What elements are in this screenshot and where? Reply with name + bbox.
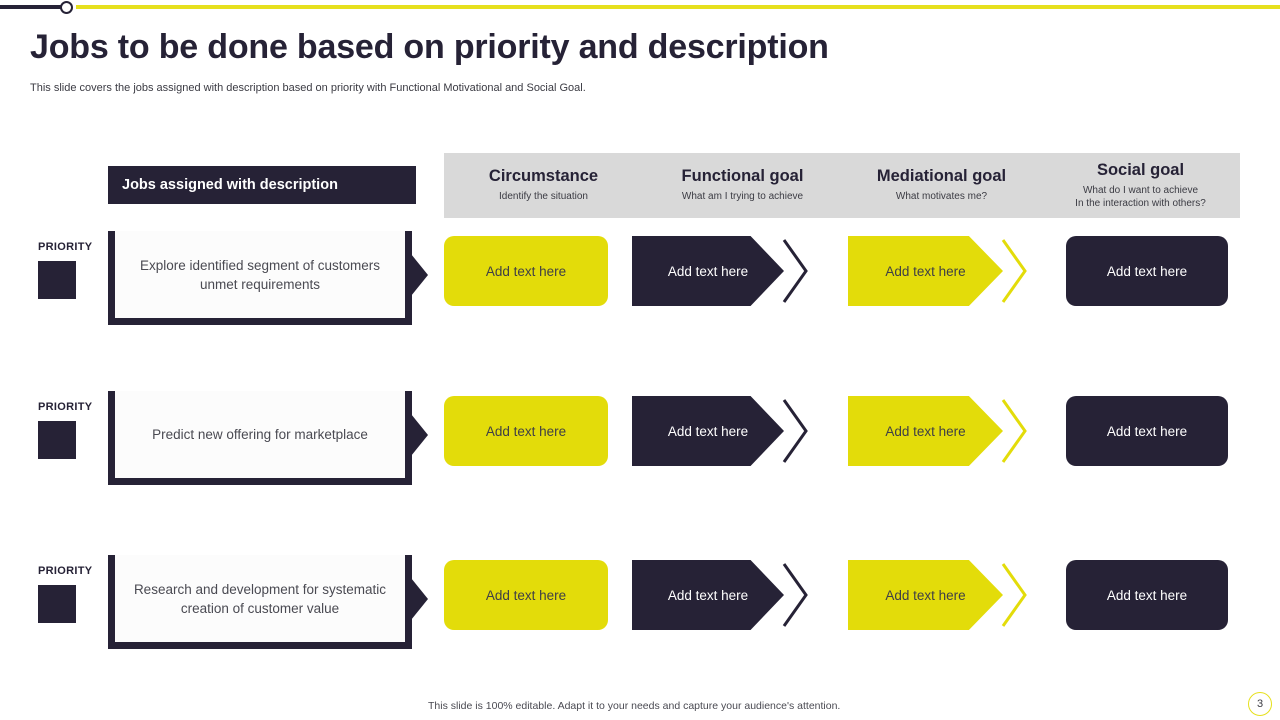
cell-shape-arrow	[632, 396, 784, 466]
cell-shape-arrow	[632, 560, 784, 630]
job-description-box[interactable]: Research and development for systematic …	[108, 555, 428, 655]
chevron-outline-icon	[999, 396, 1029, 466]
job-row: PRIORITY Explore identified segment of c…	[0, 231, 1280, 331]
job-description-panel: Explore identified segment of customers …	[115, 231, 412, 318]
job-description-text: Explore identified segment of customers …	[139, 257, 381, 292]
cell-mediational-goal[interactable]: Add text here	[848, 396, 1048, 466]
column-subtitle: What motivates me?	[895, 191, 988, 203]
cell-shape-arrow	[848, 396, 1003, 466]
decoration-node-circle	[60, 1, 73, 14]
priority-label: PRIORITY	[38, 565, 93, 577]
column-title: Social goal	[1096, 161, 1185, 179]
decoration-dark-line	[0, 5, 68, 9]
job-description-panel: Research and development for systematic …	[115, 555, 412, 642]
priority-marker: PRIORITY	[38, 565, 100, 623]
cell-mediational-goal[interactable]: Add text here	[848, 236, 1048, 306]
chevron-outline-icon	[780, 236, 810, 306]
chevron-outline-icon	[999, 236, 1029, 306]
priority-label: PRIORITY	[38, 401, 93, 413]
cell-social-goal[interactable]: Add text here	[1066, 396, 1228, 466]
job-description-frame	[108, 555, 412, 649]
job-description-frame	[108, 391, 412, 485]
priority-square-icon	[38, 421, 76, 459]
job-description-text: Predict new offering for marketplace	[152, 427, 368, 442]
column-header-band: Circumstance Identify the situation Func…	[444, 153, 1240, 218]
priority-square-icon	[38, 585, 76, 623]
column-title: Mediational goal	[876, 167, 1007, 186]
cell-mediational-goal[interactable]: Add text here	[848, 560, 1048, 630]
cell-social-goal[interactable]: Add text here	[1066, 560, 1228, 630]
chevron-outline-icon	[780, 396, 810, 466]
column-subtitle: What do I want to achieve In the interac…	[1075, 185, 1206, 209]
job-description-panel: Predict new offering for marketplace	[115, 391, 412, 478]
cell-shape-arrow	[848, 560, 1003, 630]
column-subtitle: What am I trying to achieve	[681, 191, 804, 203]
priority-marker: PRIORITY	[38, 401, 100, 459]
priority-square-icon	[38, 261, 76, 299]
job-arrow-tip-icon	[411, 254, 428, 296]
cell-social-goal[interactable]: Add text here	[1066, 236, 1228, 306]
column-header-social-goal: Social goal What do I want to achieve In…	[1041, 153, 1240, 218]
priority-label: PRIORITY	[38, 241, 93, 253]
top-decoration-bar	[0, 0, 1280, 14]
column-title: Circumstance	[488, 167, 599, 186]
column-header-functional-goal: Functional goal What am I trying to achi…	[643, 153, 842, 218]
job-row: PRIORITY Predict new offering for market…	[0, 391, 1280, 491]
decoration-yellow-line	[76, 5, 1280, 9]
cell-shape-arrow	[632, 236, 784, 306]
footer-note: This slide is 100% editable. Adapt it to…	[428, 700, 841, 712]
job-description-text: Research and development for systematic …	[133, 581, 387, 616]
job-arrow-tip-icon	[411, 414, 428, 456]
cell-shape-rounded	[444, 560, 608, 630]
column-header-mediational-goal: Mediational goal What motivates me?	[842, 153, 1041, 218]
cell-shape-arrow	[848, 236, 1003, 306]
cell-circumstance[interactable]: Add text here	[444, 236, 608, 306]
jobs-header-label: Jobs assigned with description	[122, 177, 338, 193]
cell-shape-rounded	[1066, 396, 1228, 466]
cell-functional-goal[interactable]: Add text here	[632, 560, 828, 630]
cell-shape-rounded	[1066, 560, 1228, 630]
column-title: Functional goal	[681, 167, 804, 186]
cell-shape-rounded	[1066, 236, 1228, 306]
cell-circumstance[interactable]: Add text here	[444, 560, 608, 630]
cell-shape-rounded	[444, 396, 608, 466]
page-title: Jobs to be done based on priority and de…	[30, 28, 829, 66]
priority-marker: PRIORITY	[38, 241, 100, 299]
column-header-circumstance: Circumstance Identify the situation	[444, 153, 643, 218]
column-subtitle: Identify the situation	[499, 191, 588, 203]
cell-circumstance[interactable]: Add text here	[444, 396, 608, 466]
page-subtitle: This slide covers the jobs assigned with…	[30, 82, 586, 94]
jobs-header-bar: Jobs assigned with description	[108, 166, 416, 204]
cell-shape-rounded	[444, 236, 608, 306]
chevron-outline-icon	[780, 560, 810, 630]
chevron-outline-icon	[999, 560, 1029, 630]
job-description-box[interactable]: Predict new offering for marketplace	[108, 391, 428, 491]
job-arrow-tip-icon	[411, 578, 428, 620]
cell-functional-goal[interactable]: Add text here	[632, 396, 828, 466]
job-description-frame	[108, 231, 412, 325]
job-description-box[interactable]: Explore identified segment of customers …	[108, 231, 428, 331]
page-number-badge: 3	[1248, 692, 1272, 716]
job-row: PRIORITY Research and development for sy…	[0, 555, 1280, 655]
cell-functional-goal[interactable]: Add text here	[632, 236, 828, 306]
